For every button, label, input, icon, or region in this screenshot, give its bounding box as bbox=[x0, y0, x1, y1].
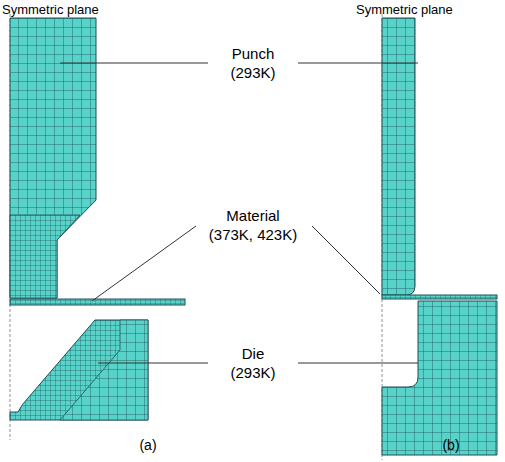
punch-mesh-b bbox=[382, 18, 415, 295]
panel-label: (b) bbox=[436, 437, 466, 455]
leader-lines bbox=[60, 63, 418, 363]
sheet-mesh-b bbox=[382, 295, 497, 299]
die-mesh-b bbox=[382, 301, 497, 455]
die-mesh-a bbox=[10, 320, 148, 420]
part-label: Punch (293K) bbox=[218, 45, 288, 83]
panel-label: (a) bbox=[133, 437, 163, 455]
part-label: Die (293K) bbox=[218, 345, 288, 383]
plane-label: Symmetric plane bbox=[356, 2, 476, 18]
punch-mesh-a bbox=[10, 18, 96, 298]
sheet-mesh-a bbox=[10, 299, 185, 305]
part-label: Material (373K, 423K) bbox=[203, 207, 303, 245]
plane-label: Symmetric plane bbox=[2, 2, 122, 18]
